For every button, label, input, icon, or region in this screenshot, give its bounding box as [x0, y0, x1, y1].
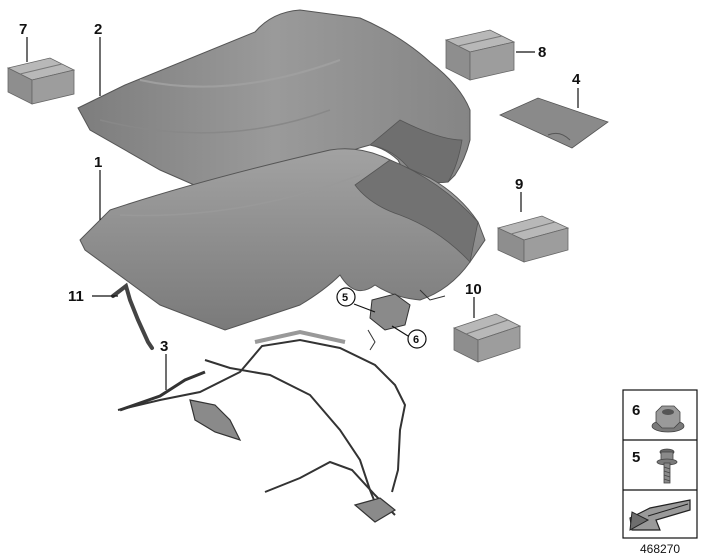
part-7-box[interactable]: [6, 57, 76, 105]
callout-6: 6: [413, 334, 419, 346]
callout-1: 1: [94, 154, 102, 171]
part-11-bent-rod[interactable]: [111, 282, 154, 350]
part-4-patch-sheet[interactable]: [499, 97, 609, 149]
legend-box: 6 5: [622, 389, 698, 539]
part-2-top-cover[interactable]: [77, 9, 471, 206]
part-9-box[interactable]: [496, 215, 570, 263]
callout-8: 8: [538, 44, 546, 61]
part-1-top-cover[interactable]: [79, 148, 486, 331]
callout-2: 2: [94, 21, 102, 38]
part-3-frame-mechanism[interactable]: [117, 329, 407, 523]
screw-icon: [656, 448, 678, 484]
circled-callout-5: 5: [336, 287, 356, 307]
callout-11: 11: [68, 288, 84, 305]
diagram-reference-number: 468270: [640, 542, 680, 556]
legend-label-5: 5: [632, 449, 640, 466]
callout-7: 7: [19, 21, 27, 38]
callout-10: 10: [465, 281, 482, 298]
callout-3: 3: [160, 338, 168, 355]
callout-5: 5: [342, 292, 348, 304]
part-10-box[interactable]: [452, 313, 522, 363]
bracket-assembly: [367, 293, 411, 351]
legend-label-6: 6: [632, 402, 640, 419]
circled-callout-6: 6: [407, 329, 427, 349]
callout-9: 9: [515, 176, 523, 193]
direction-arrow-icon: [629, 499, 691, 531]
nut-icon: [651, 405, 685, 433]
part-8-box[interactable]: [444, 29, 516, 81]
leader-lines: [26, 37, 579, 390]
callout-4: 4: [572, 71, 581, 88]
